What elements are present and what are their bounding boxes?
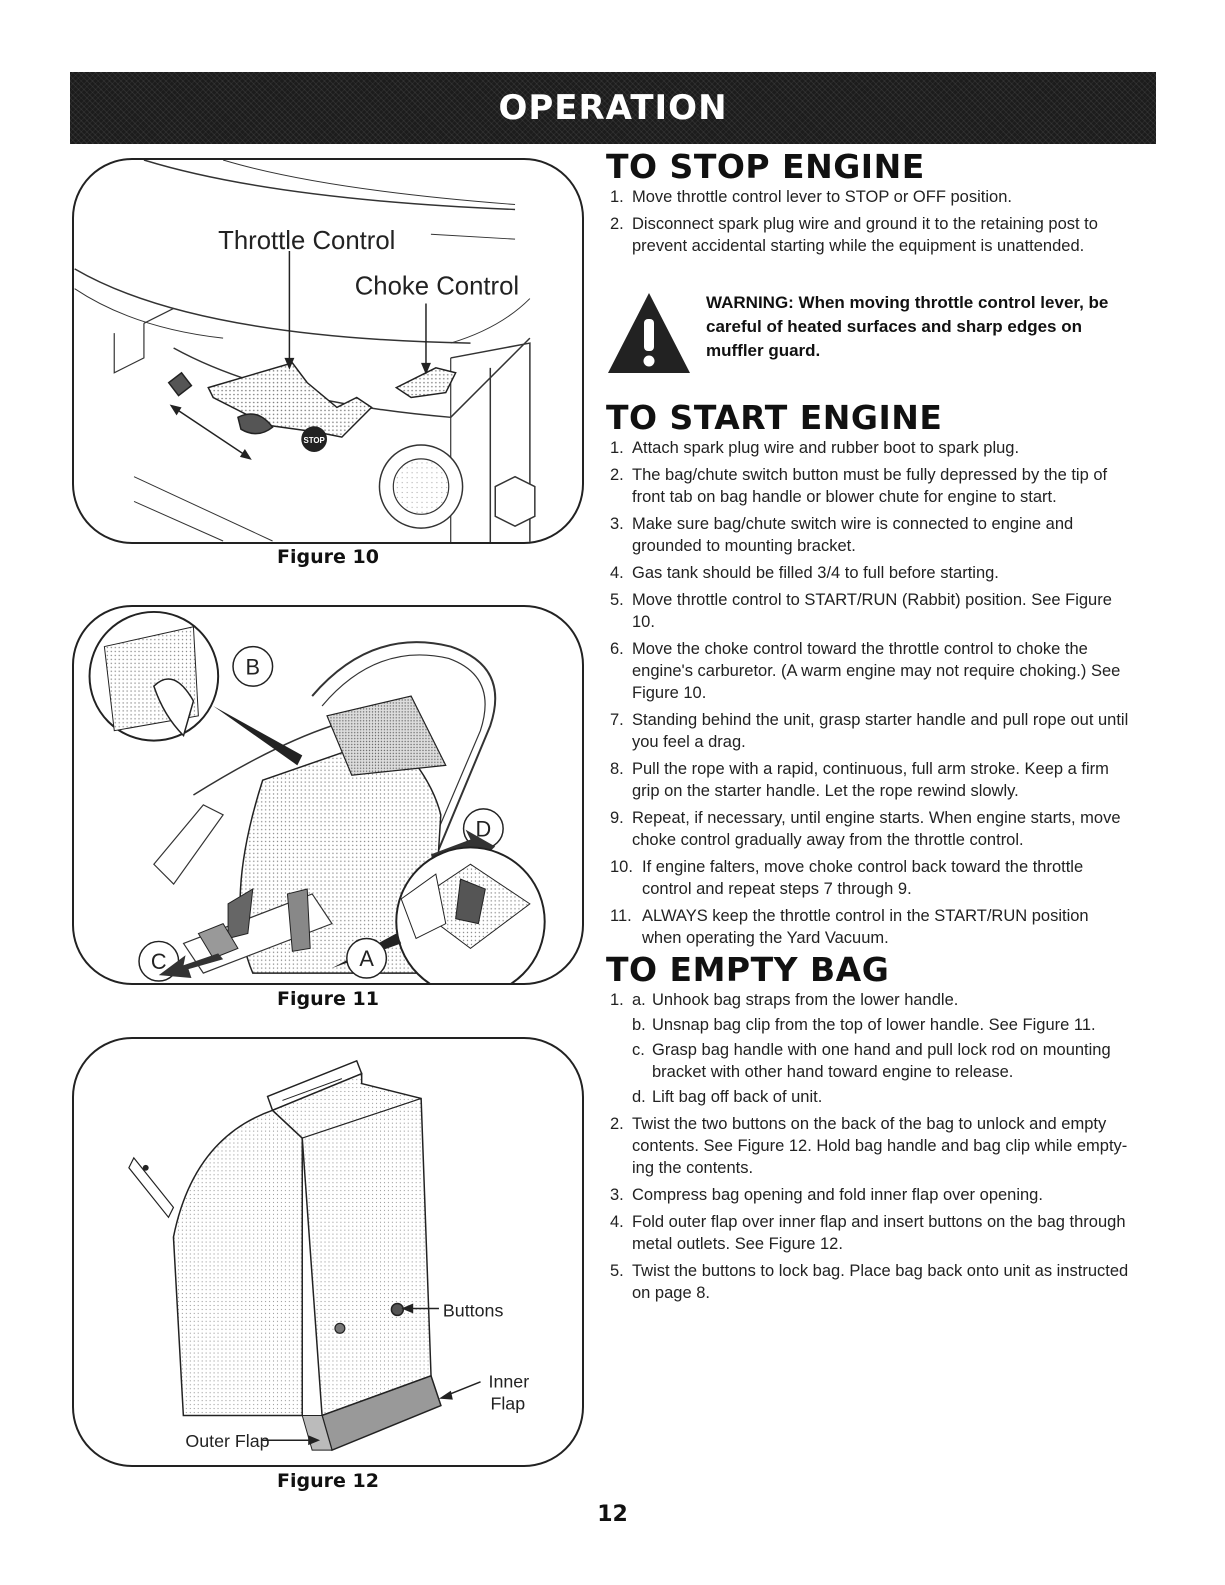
page-number: 12: [597, 1502, 628, 1527]
callout-b-label: B: [246, 654, 261, 679]
empty-bag-substeps: a.Unhook bag straps from the lower handl…: [632, 989, 1130, 1108]
list-item: 4.Fold outer flap over inner flap and in…: [610, 1213, 1126, 1253]
figure-10-illustration: STOP Throttle Control Choke Control: [74, 160, 536, 542]
figure-11-caption: Figure 11: [277, 988, 379, 1010]
stop-badge-label: STOP: [303, 436, 324, 445]
list-item: 3.Make sure bag/chute switch wire is con…: [610, 515, 1074, 555]
list-item: 3.Compress bag opening and fold inner fl…: [610, 1186, 1043, 1204]
list-item: 1. a.Unhook bag straps from the lower ha…: [610, 989, 1130, 1108]
inner-flap-label-line2: Flap: [490, 1394, 525, 1414]
figure-10: STOP Throttle Control Choke Control: [72, 158, 584, 544]
empty-bag-steps: 1. a.Unhook bag straps from the lower ha…: [610, 989, 1130, 1304]
list-item: 2.Disconnect spark plug wire and ground …: [610, 215, 1098, 255]
list-item: b.Unsnap bag clip from the top of lower …: [632, 1016, 1096, 1034]
list-item: 10.If engine falters, move choke control…: [610, 858, 1084, 898]
inner-flap-label-line1: Inner: [488, 1372, 529, 1392]
stop-engine-heading: TO STOP ENGINE: [606, 147, 925, 186]
figure-10-caption: Figure 10: [277, 546, 379, 568]
figure-11: B D A C: [72, 605, 584, 985]
list-item: 4.Gas tank should be filled 3/4 to full …: [610, 564, 999, 582]
figure-11-illustration: B D A C: [88, 610, 546, 983]
empty-bag-heading: TO EMPTY BAG: [606, 950, 890, 989]
list-item: 9.Repeat, if necessary, until engine sta…: [610, 809, 1121, 849]
figure-12-caption: Figure 12: [277, 1470, 379, 1492]
figure-12: Buttons Inner Flap Outer Flap: [72, 1037, 584, 1467]
list-item: 5.Twist the buttons to lock bag. Place b…: [610, 1262, 1129, 1302]
stop-engine-steps: 1.Move throttle control lever to STOP or…: [610, 186, 1130, 257]
list-item: 1.Move throttle control lever to STOP or…: [610, 188, 1012, 206]
list-item: a.Unhook bag straps from the lower handl…: [632, 991, 959, 1009]
callout-d-label: D: [475, 817, 491, 842]
callout-c-label: C: [151, 949, 167, 974]
throttle-control-label: Throttle Control: [218, 227, 395, 255]
list-item: 5.Move throttle control to START/RUN (Ra…: [610, 591, 1112, 631]
start-engine-steps: 1.Attach spark plug wire and rubber boot…: [610, 437, 1130, 949]
list-item: c.Grasp bag handle with one hand and pul…: [632, 1041, 1111, 1081]
list-item: 6.Move the choke control toward the thro…: [610, 640, 1121, 702]
list-item: d.Lift bag off back of unit.: [632, 1088, 823, 1106]
warning-text: WARNING: When moving throttle control le…: [706, 293, 1109, 360]
list-item: 8.Pull the rope with a rapid, continuous…: [610, 760, 1109, 800]
warning-box: WARNING: When moving throttle control le…: [608, 287, 1130, 383]
callout-a-label: A: [359, 946, 374, 971]
start-engine-heading: TO START ENGINE: [606, 398, 943, 437]
list-item: 11.ALWAYS keep the throttle control in t…: [610, 907, 1089, 947]
outer-flap-label: Outer Flap: [185, 1431, 269, 1451]
instructions-column: TO STOP ENGINE 1.Move throttle control l…: [606, 150, 1130, 1309]
buttons-label: Buttons: [443, 1300, 504, 1320]
section-title-operation: OPERATION: [498, 88, 728, 128]
choke-control-label: Choke Control: [355, 273, 519, 301]
list-item: 7.Standing behind the unit, grasp starte…: [610, 711, 1129, 751]
section-banner: OPERATION: [70, 72, 1156, 144]
list-item: 1.Attach spark plug wire and rubber boot…: [610, 439, 1020, 457]
list-item: 2.The bag/chute switch button must be fu…: [610, 466, 1108, 506]
warning-triangle-icon: [608, 293, 690, 373]
figure-12-illustration: Buttons Inner Flap Outer Flap: [128, 1059, 529, 1451]
list-item: 2.Twist the two buttons on the back of t…: [610, 1115, 1128, 1177]
